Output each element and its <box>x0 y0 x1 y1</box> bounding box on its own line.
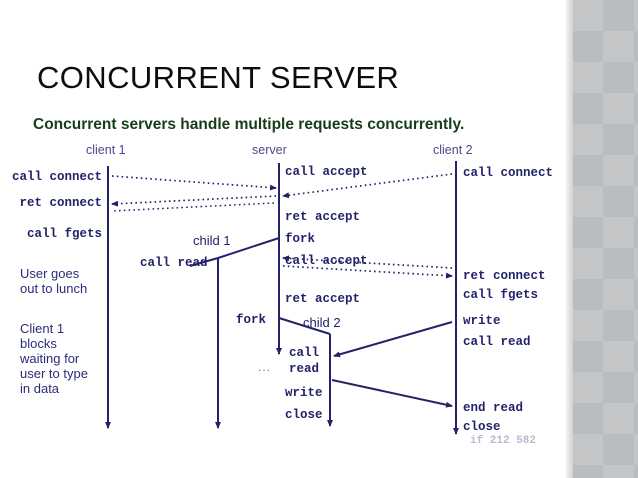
note-client1-blocks: Client 1 blocks waiting for user to type… <box>20 321 88 396</box>
event-client1-call-fgets: call fgets <box>26 227 102 241</box>
event-child2-read: read <box>289 362 320 376</box>
note-user-goes-out: User goes out to lunch <box>20 266 88 296</box>
event-client2-call-fgets: call fgets <box>463 288 539 302</box>
event-client2-close: close <box>463 420 501 434</box>
panel-edge <box>566 0 573 478</box>
event-server-ret-accept-1: ret accept <box>285 210 361 224</box>
event-server-fork-2: fork <box>236 313 267 327</box>
sequence-diagram: client 1 server client 2 call connect re… <box>12 143 554 443</box>
event-server-call-accept-2: call accept <box>285 254 368 268</box>
page-title: CONCURRENT SERVER <box>37 60 400 95</box>
event-child1-call-read: call read <box>140 256 208 270</box>
column-header-server: server <box>252 143 287 157</box>
column-header-client-1: client 1 <box>86 143 126 157</box>
decorative-side-panel <box>566 0 638 478</box>
event-client2-call-connect: call connect <box>463 166 554 180</box>
event-child2-close: close <box>285 408 323 422</box>
label-child-1: child 1 <box>193 233 231 248</box>
slide-subtitle: Concurrent servers handle multiple reque… <box>33 116 465 133</box>
event-client2-write: write <box>463 314 501 328</box>
event-child2-write: write <box>285 386 323 400</box>
clipped-text: if 212 582 <box>470 435 537 443</box>
argyle-pattern <box>572 0 638 478</box>
event-client2-call-read: call read <box>463 335 531 349</box>
event-client2-ret-connect: ret connect <box>463 269 546 283</box>
event-server-call-accept-1: call accept <box>285 165 368 179</box>
column-header-client-2: client 2 <box>433 143 473 157</box>
event-child2-call: call <box>289 346 320 360</box>
label-child-2: child 2 <box>303 315 341 330</box>
event-client1-ret-connect: ret connect <box>19 196 102 210</box>
event-server-fork-1: fork <box>285 232 316 246</box>
event-client1-call-connect: call connect <box>12 170 103 184</box>
event-server-ret-accept-2: ret accept <box>285 292 361 306</box>
server-ellipsis: ... <box>258 360 272 374</box>
diagram-lines <box>105 161 459 435</box>
event-client2-end-read: end read <box>463 401 524 415</box>
